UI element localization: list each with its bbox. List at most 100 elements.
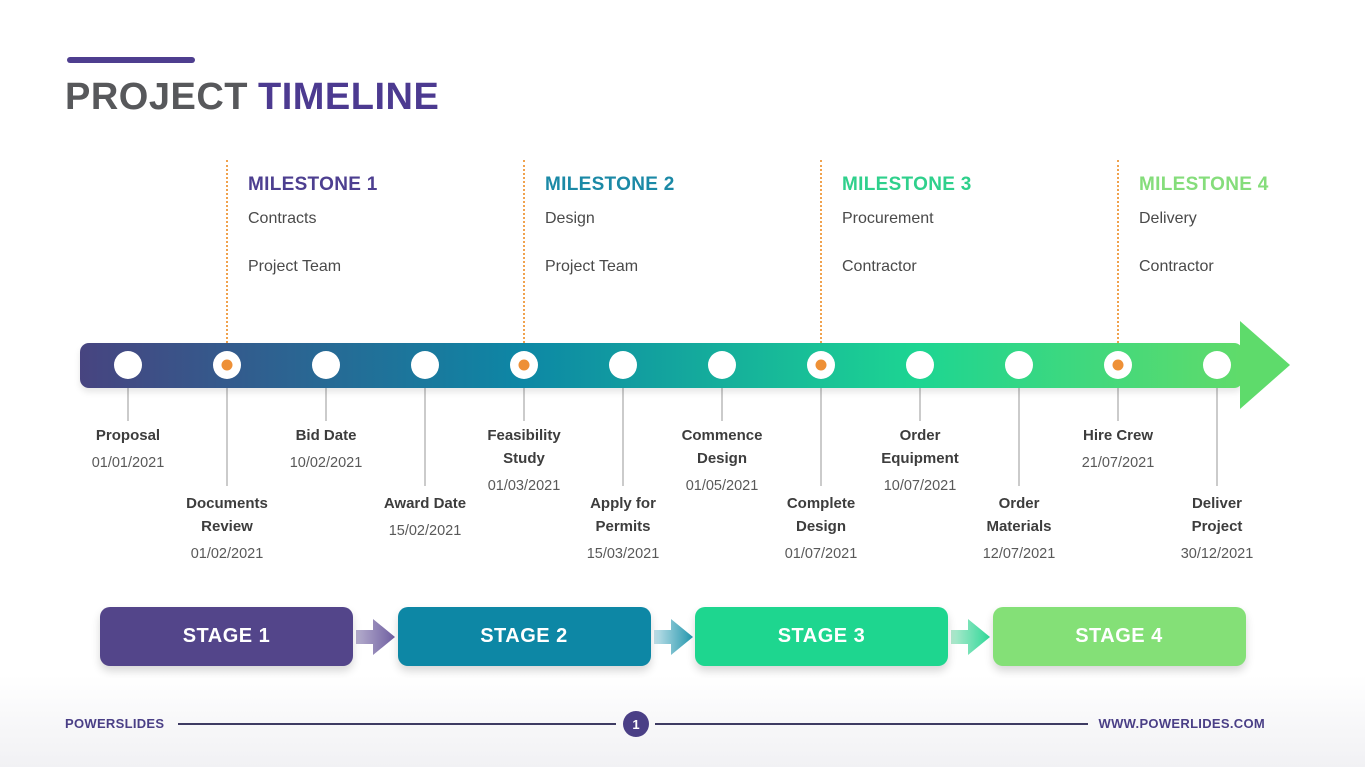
milestone-category: Procurement (842, 210, 934, 227)
footer-website: WWW.POWERLIDES.COM (1098, 716, 1265, 731)
stage-box: STAGE 1 (100, 607, 353, 666)
footer-divider-left (178, 723, 616, 725)
event-date: 01/01/2021 (91, 455, 165, 471)
event-name: Award Date (383, 495, 467, 512)
timeline-bar (80, 343, 1243, 388)
milestone-dot-icon (221, 359, 233, 371)
event-label: Award Date 15/02/2021 (360, 492, 490, 542)
milestone-owner: Contractor (842, 258, 917, 275)
event-name: Apply for Permits (590, 495, 656, 535)
milestone-dot-icon (1112, 359, 1124, 371)
milestone-owner: Contractor (1139, 258, 1214, 275)
footer-brand: POWERSLIDES (65, 716, 165, 731)
event-connector-line (1216, 388, 1218, 486)
title-primary: PROJECT (65, 76, 248, 118)
event-connector-line (622, 388, 624, 486)
milestone-label: MILESTONE 3 (842, 174, 972, 195)
event-name: Commence Design (681, 427, 763, 467)
milestone-dot-icon (518, 359, 530, 371)
event-connector-line (1018, 388, 1020, 486)
stage-box: STAGE 4 (992, 607, 1246, 666)
event-connector-line (1117, 388, 1119, 421)
event-date: 01/02/2021 (190, 546, 264, 562)
timeline-arrowhead-icon (1240, 321, 1290, 409)
title-accent: TIMELINE (257, 76, 440, 118)
title-accent-bar (67, 57, 195, 63)
milestone-block: MILESTONE 4 Delivery Contractor (1117, 160, 1365, 365)
event-name: Complete Design (786, 495, 856, 535)
event-date: 12/07/2021 (982, 546, 1056, 562)
milestone-block: MILESTONE 3 Procurement Contractor (820, 160, 1081, 365)
event-label: Documents Review 01/02/2021 (162, 492, 292, 565)
event-date: 01/05/2021 (685, 478, 759, 494)
event-label: Commence Design 01/05/2021 (657, 424, 787, 497)
event-connector-line (424, 388, 426, 486)
milestone-block: MILESTONE 2 Design Project Team (523, 160, 784, 365)
milestone-label: MILESTONE 4 (1139, 174, 1269, 195)
stage-arrow-icon (356, 614, 396, 660)
event-name: Proposal (95, 427, 161, 444)
milestone-dotted-line (226, 160, 228, 359)
milestone-owner: Project Team (545, 258, 639, 275)
event-connector-line (721, 388, 723, 421)
footer-divider-right (655, 723, 1088, 725)
event-name: Deliver Project (1191, 495, 1243, 535)
stage-label: STAGE 3 (777, 625, 866, 647)
event-date: 10/07/2021 (883, 478, 957, 494)
event-name: Order Equipment (881, 427, 959, 467)
milestone-label: MILESTONE 1 (248, 174, 378, 195)
event-name: Documents Review (186, 495, 268, 535)
stage-label: STAGE 2 (480, 625, 568, 647)
event-label: Complete Design 01/07/2021 (756, 492, 886, 565)
stage-arrow-icon (653, 614, 694, 660)
milestone-dotted-line (523, 160, 525, 359)
timeline-node-icon (114, 351, 142, 379)
event-name: Order Materials (986, 495, 1052, 535)
stage-label: STAGE 1 (182, 625, 271, 647)
event-date: 30/12/2021 (1180, 546, 1254, 562)
event-label: Deliver Project 30/12/2021 (1152, 492, 1282, 565)
event-date: 01/03/2021 (487, 478, 561, 494)
milestone-dot-icon (815, 359, 827, 371)
event-date: 15/02/2021 (388, 523, 462, 539)
event-date: 01/07/2021 (784, 546, 858, 562)
milestone-category: Design (545, 210, 595, 227)
event-name: Bid Date (295, 427, 357, 444)
event-label: Bid Date 10/02/2021 (261, 424, 391, 474)
timeline-node-icon (1203, 351, 1231, 379)
timeline-node-icon (1005, 351, 1033, 379)
event-date: 10/02/2021 (289, 455, 363, 471)
event-date: 21/07/2021 (1081, 455, 1155, 471)
milestone-dotted-line (820, 160, 822, 359)
stage-box: STAGE 3 (695, 607, 948, 666)
milestone-dotted-line (1117, 160, 1119, 359)
event-label: Proposal 01/01/2021 (63, 424, 193, 474)
event-label: Order Materials 12/07/2021 (954, 492, 1084, 565)
event-label: Order Equipment 10/07/2021 (855, 424, 985, 497)
timeline-node-icon (609, 351, 637, 379)
milestone-label: MILESTONE 2 (545, 174, 675, 195)
timeline-node-icon (906, 351, 934, 379)
event-label: Apply for Permits 15/03/2021 (558, 492, 688, 565)
milestone-owner: Project Team (248, 258, 342, 275)
event-connector-line (820, 388, 822, 486)
stage-arrow-icon (951, 614, 991, 660)
event-connector-line (325, 388, 327, 421)
event-connector-line (523, 388, 525, 421)
event-connector-line (226, 388, 228, 486)
milestone-category: Contracts (248, 210, 317, 227)
event-connector-line (919, 388, 921, 421)
milestone-block: MILESTONE 1 Contracts Project Team (226, 160, 487, 365)
timeline-node-icon (411, 351, 439, 379)
event-date: 15/03/2021 (586, 546, 660, 562)
event-label: Hire Crew 21/07/2021 (1053, 424, 1183, 474)
event-name: Hire Crew (1082, 427, 1154, 444)
event-name: Feasibility Study (487, 427, 561, 467)
milestone-category: Delivery (1139, 210, 1197, 227)
page-number-badge: 1 (623, 711, 649, 737)
stage-box: STAGE 2 (397, 607, 651, 666)
event-label: Feasibility Study 01/03/2021 (459, 424, 589, 497)
timeline-node-icon (312, 351, 340, 379)
